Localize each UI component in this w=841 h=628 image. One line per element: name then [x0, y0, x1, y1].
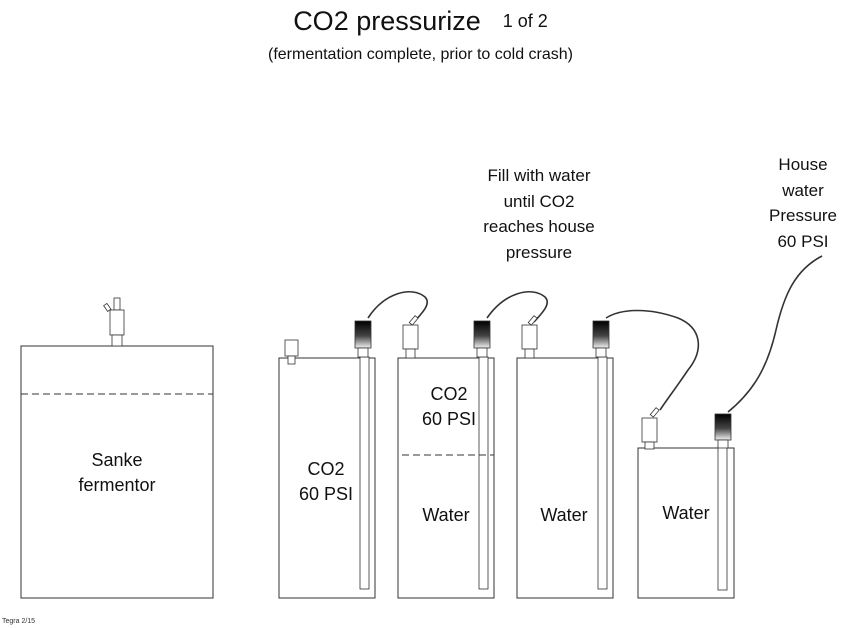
- keg-1-label-line1: CO2: [307, 459, 344, 479]
- keg-4-liquid-disconnect: [714, 413, 732, 441]
- house-pressure-label: House water Pressure 60 PSI: [753, 152, 841, 254]
- fermentor-label-line2: fermentor: [78, 475, 155, 495]
- fermentor-body: [20, 345, 214, 599]
- keg-1: CO2 60 PSI: [278, 320, 376, 599]
- hose-house-water: [727, 255, 823, 413]
- house-pressure-line: water: [782, 180, 824, 200]
- fill-instruction-line: until CO2: [503, 191, 575, 211]
- keg-3: Water: [516, 315, 614, 599]
- fermentor-label-line1: Sanke: [91, 450, 142, 470]
- sanke-fermentor: Sanke fermentor: [20, 297, 214, 599]
- title-text: CO2 pressurize: [293, 6, 481, 36]
- keg-1-label-line2: 60 PSI: [299, 484, 353, 504]
- hose-keg1-keg2: [367, 290, 429, 323]
- keg-1-gas-post: [284, 339, 299, 357]
- keg-3-body: [516, 357, 614, 599]
- keg-3-liquid-disconnect: [592, 320, 610, 349]
- keg-2-gas-label-line1: CO2: [430, 384, 467, 404]
- house-pressure-line: House: [778, 155, 828, 174]
- keg-4-dip-tube: [717, 446, 728, 591]
- author-credit: Tegra 2/15: [2, 618, 36, 625]
- diagram-title: CO2 pressurize 1 of 2: [0, 6, 841, 37]
- keg-1-liquid-disconnect: [354, 320, 372, 349]
- keg-2-water-label: Water: [422, 505, 469, 525]
- fill-instruction-line: Fill with water: [487, 166, 591, 185]
- fill-instruction-line: pressure: [505, 242, 573, 262]
- keg-4-gas-disconnect: [641, 417, 658, 443]
- keg-2-liquid-disconnect: [473, 320, 491, 349]
- keg-2-dip-tube: [478, 356, 489, 590]
- diagram-subtitle: (fermentation complete, prior to cold cr…: [267, 46, 573, 63]
- step-indicator: 1 of 2: [502, 11, 548, 31]
- house-pressure-line: Pressure: [768, 206, 838, 225]
- fill-instruction-line: reaches house: [483, 217, 595, 236]
- keg-3-water-label: Water: [540, 505, 587, 525]
- house-pressure-line: 60 PSI: [777, 231, 829, 251]
- keg-2-gas-label-line2: 60 PSI: [422, 409, 476, 429]
- keg-2-body: [397, 357, 495, 599]
- keg-2: CO2 60 PSI Water: [397, 315, 495, 599]
- keg-3-gas-disconnect: [521, 324, 538, 350]
- keg-4-water-label: Water: [662, 503, 709, 523]
- keg-1-body: [278, 357, 376, 599]
- hose-keg3-keg4: [605, 309, 700, 411]
- hose-keg2-keg3: [486, 290, 549, 323]
- fermentor-valve-fitting: [103, 297, 125, 347]
- keg-4: Water: [637, 407, 735, 599]
- keg-2-gas-disconnect: [402, 324, 419, 350]
- keg-1-dip-tube: [359, 356, 370, 590]
- fill-instruction: Fill with water until CO2 reaches house …: [449, 163, 629, 265]
- keg-3-dip-tube: [597, 356, 608, 590]
